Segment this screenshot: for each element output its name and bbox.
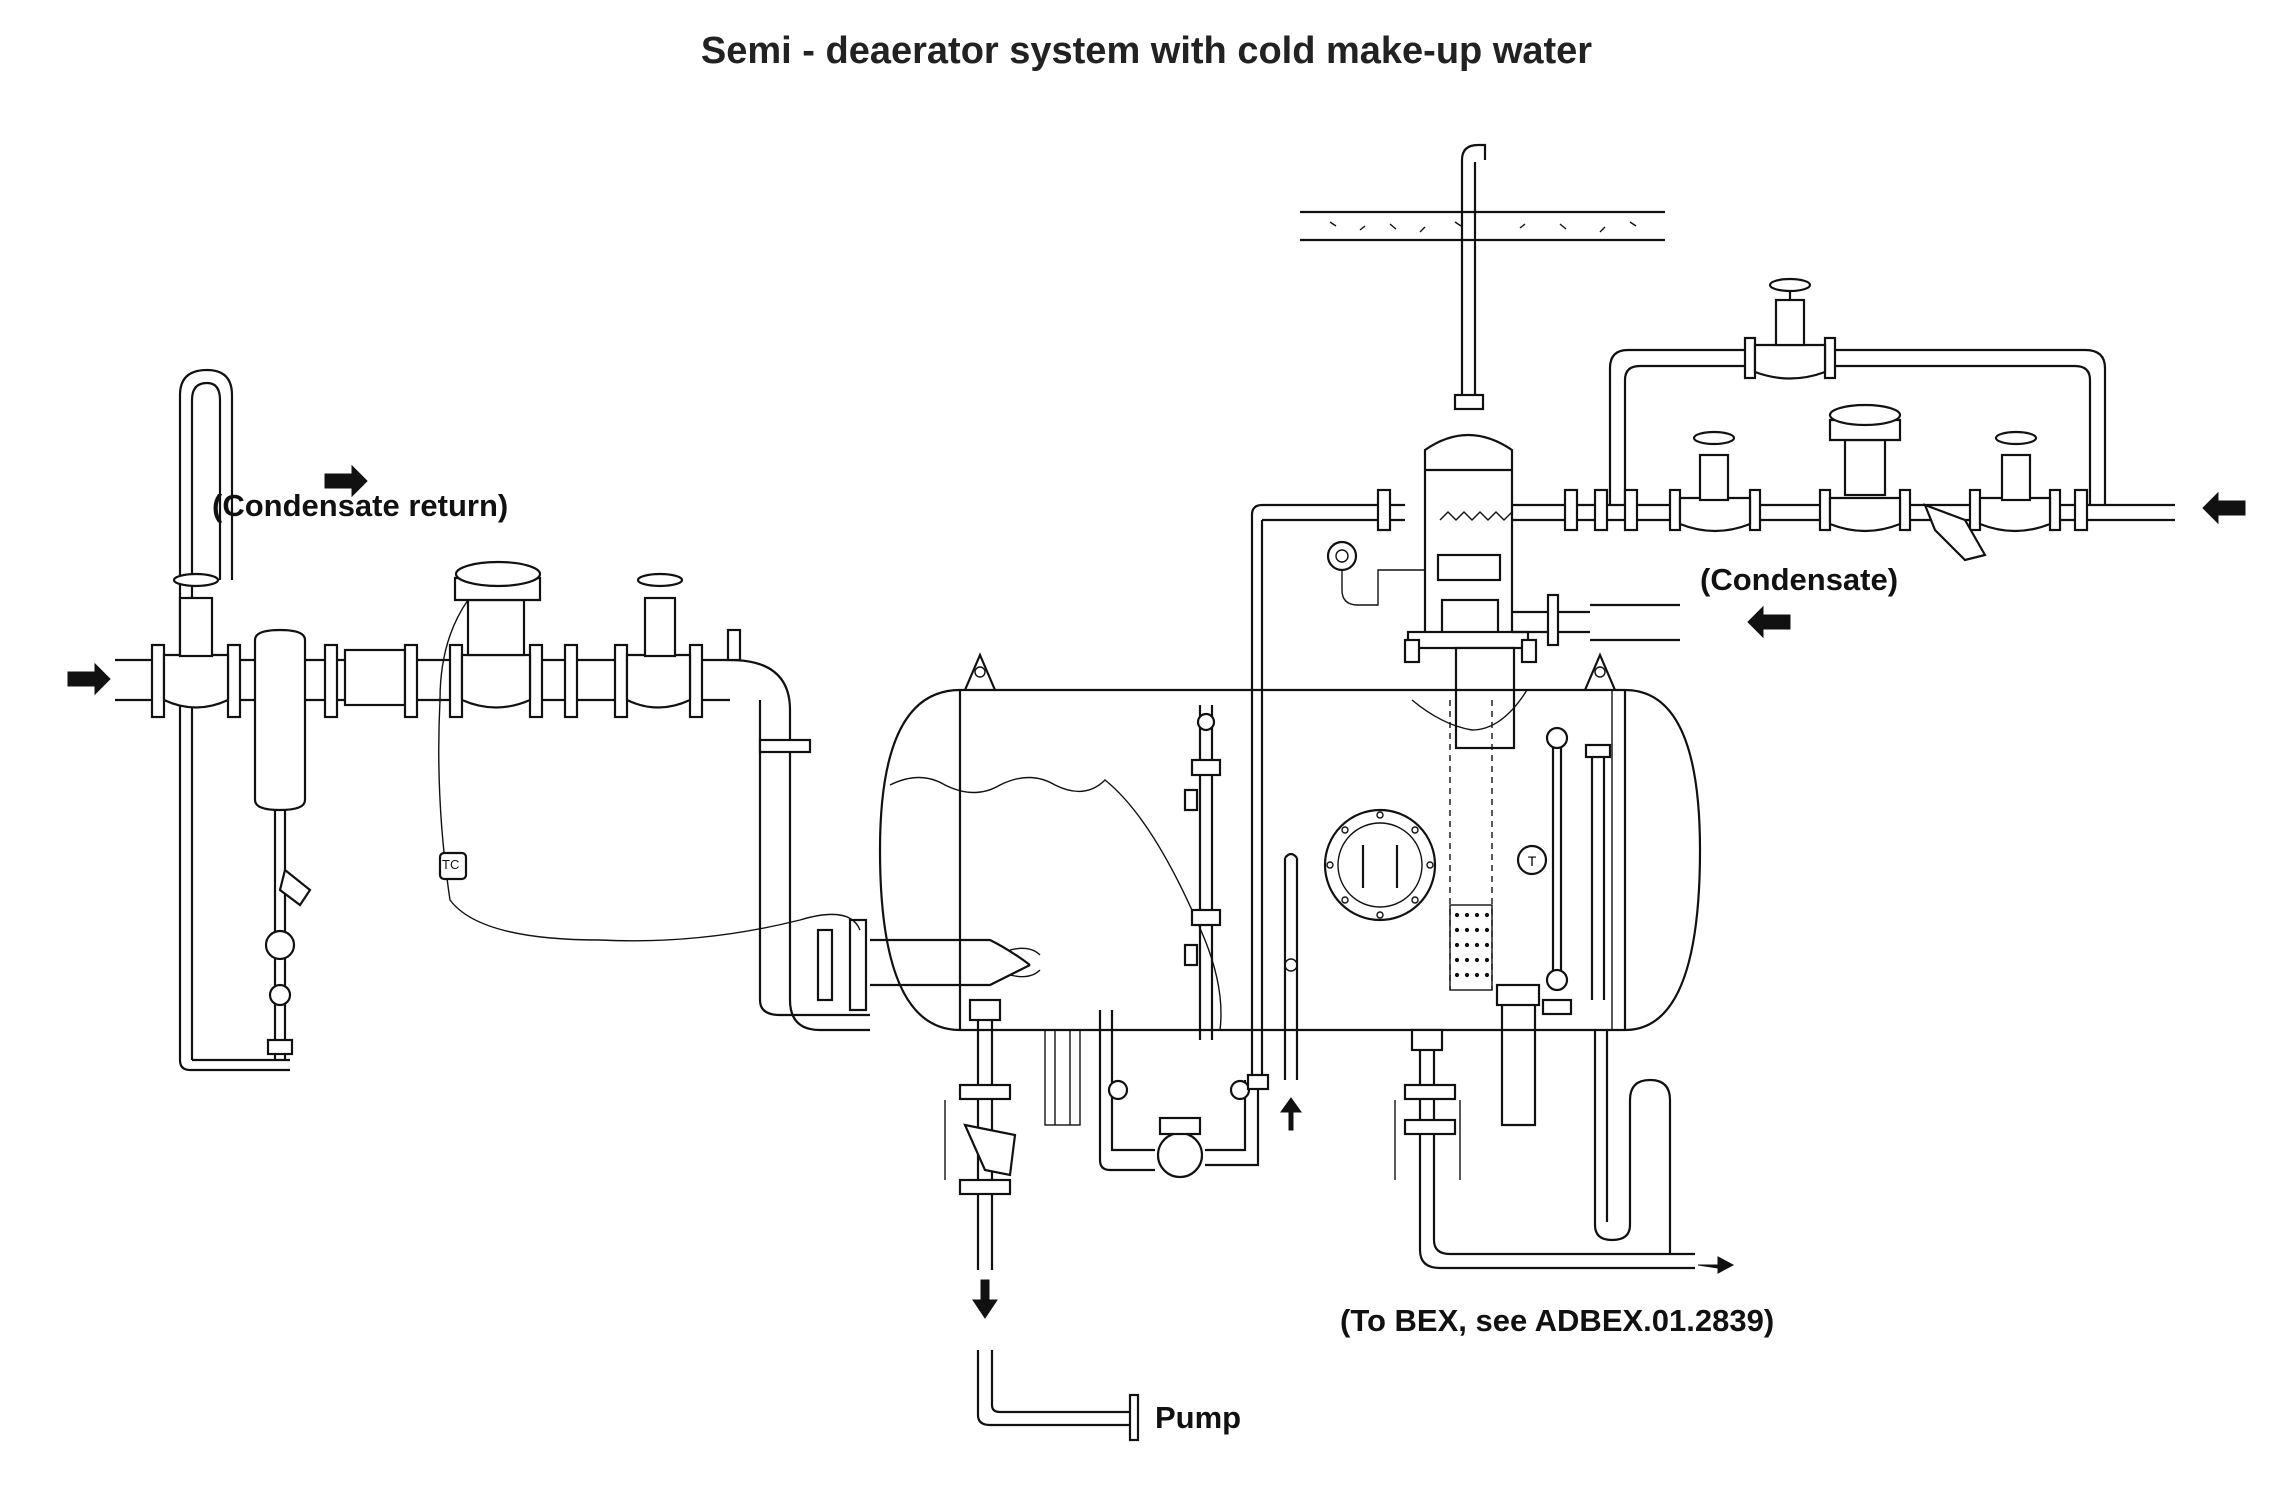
arrow-up-icon xyxy=(1280,1097,1302,1131)
condensate-return-label: (Condensate return) xyxy=(212,488,509,523)
arrow-condensate-return-icon xyxy=(324,464,368,498)
valves-top-right xyxy=(1376,277,2089,562)
arrow-condensate-icon xyxy=(1747,605,1791,639)
arrow-inlet-right-icon xyxy=(2202,491,2246,525)
deaerator-tank xyxy=(878,652,1702,1032)
separator-drain xyxy=(264,810,312,1060)
support-leg xyxy=(1044,1029,1081,1126)
thermometer-icon: T xyxy=(1516,844,1548,876)
ceiling-slab xyxy=(1300,210,1665,242)
arrow-down-pump-icon xyxy=(972,1279,998,1319)
recirculation-pump xyxy=(1098,1010,1270,1179)
manhole xyxy=(1323,808,1437,922)
pressure-gauge-icon xyxy=(1326,540,1425,606)
flow-arrows xyxy=(67,464,2246,1319)
level-tube-center xyxy=(1283,852,1299,1080)
left-valves xyxy=(150,560,868,1012)
condensate-inlet-pipe xyxy=(1590,603,1680,642)
level-gauge-left xyxy=(1183,705,1222,1040)
arrow-inlet-left-icon xyxy=(67,662,111,696)
overflow-standpipe xyxy=(1495,983,1541,1127)
condensate-label: (Condensate) xyxy=(1700,562,1899,597)
svg-text:T: T xyxy=(1528,853,1537,869)
tc-label: TC xyxy=(442,857,460,872)
deaerator-head xyxy=(1403,433,1590,991)
drain-to-bex xyxy=(1394,1028,1695,1270)
temperature-controller-loop xyxy=(438,599,861,942)
diagram-title: Semi - deaerator system with cold make-u… xyxy=(700,30,1593,72)
to-bex-label: (To BEX, see ADBEX.01.2839) xyxy=(1340,1303,1775,1338)
level-gauge-right xyxy=(1541,726,1612,1016)
outlet-to-pump xyxy=(944,998,1140,1442)
left-vent-loop xyxy=(178,368,290,1072)
pump-label: Pump xyxy=(1155,1400,1242,1435)
tank-inlet-nozzle xyxy=(870,938,1041,987)
arrow-to-bex-icon xyxy=(1697,1256,1735,1274)
vent-pipe xyxy=(1453,143,1487,411)
